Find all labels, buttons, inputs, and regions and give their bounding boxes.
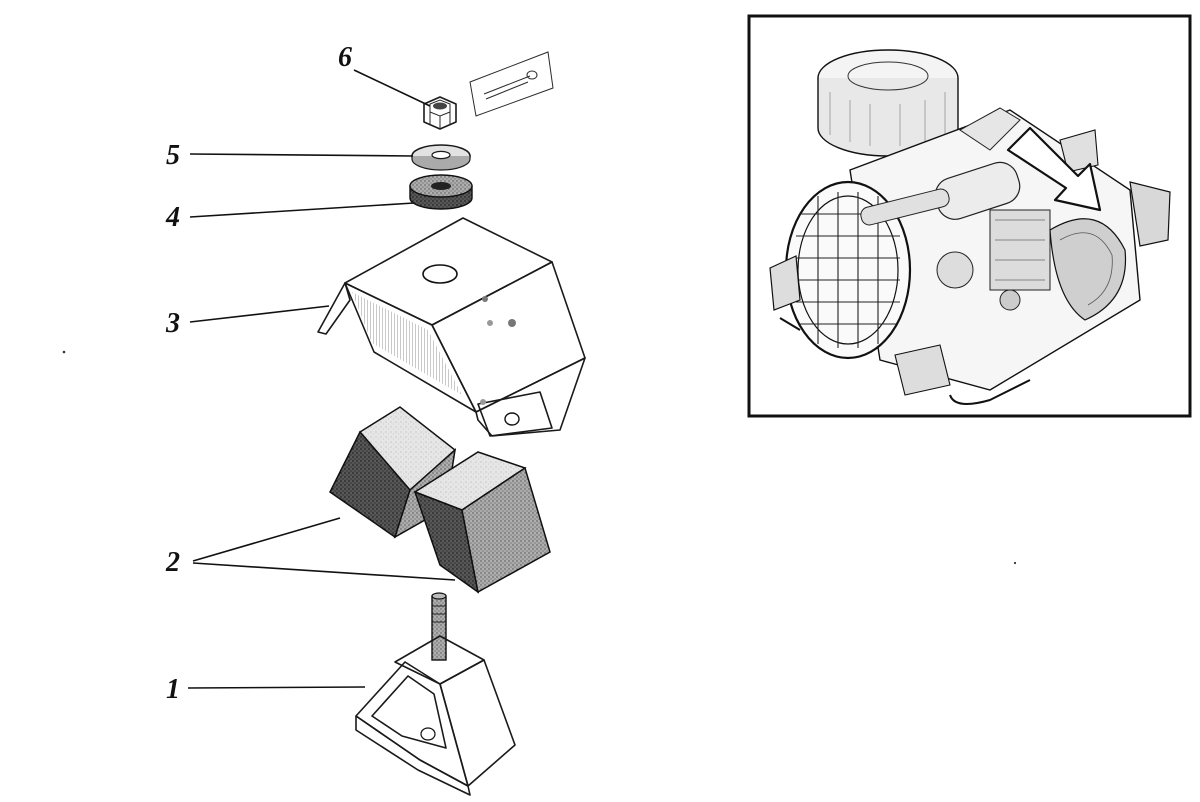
callout-3: 3 <box>165 308 180 339</box>
callout-5: 5 <box>166 140 180 171</box>
leader-2a <box>192 517 341 562</box>
leader-2b <box>192 562 456 581</box>
engine-illustration <box>769 49 1171 405</box>
rubber-block-a <box>329 406 457 539</box>
leader-4 <box>189 202 415 218</box>
part-1-base-bracket <box>355 592 516 796</box>
callout-2: 2 <box>165 547 180 578</box>
engine-inset <box>747 14 1192 418</box>
cotter-pin-detail <box>469 51 554 117</box>
callout-6: 6 <box>338 42 352 73</box>
leader-1 <box>187 686 366 689</box>
stray-dot <box>62 350 66 354</box>
leader-3 <box>189 305 330 323</box>
callout-1: 1 <box>166 674 180 705</box>
leader-5 <box>189 153 414 157</box>
part-6-castle-nut <box>423 51 554 130</box>
part-4-rubber-washer <box>409 174 473 210</box>
leader-6 <box>353 69 431 107</box>
part-3-bracket <box>317 217 586 437</box>
stray-dot <box>1013 561 1017 565</box>
rubber-block-b <box>413 451 551 594</box>
indicator-arrow <box>1006 126 1102 212</box>
part-5-washer <box>411 144 471 171</box>
part-2-rubber-blocks <box>329 406 551 594</box>
callout-4: 4 <box>165 202 180 233</box>
leader-lines <box>187 69 456 689</box>
